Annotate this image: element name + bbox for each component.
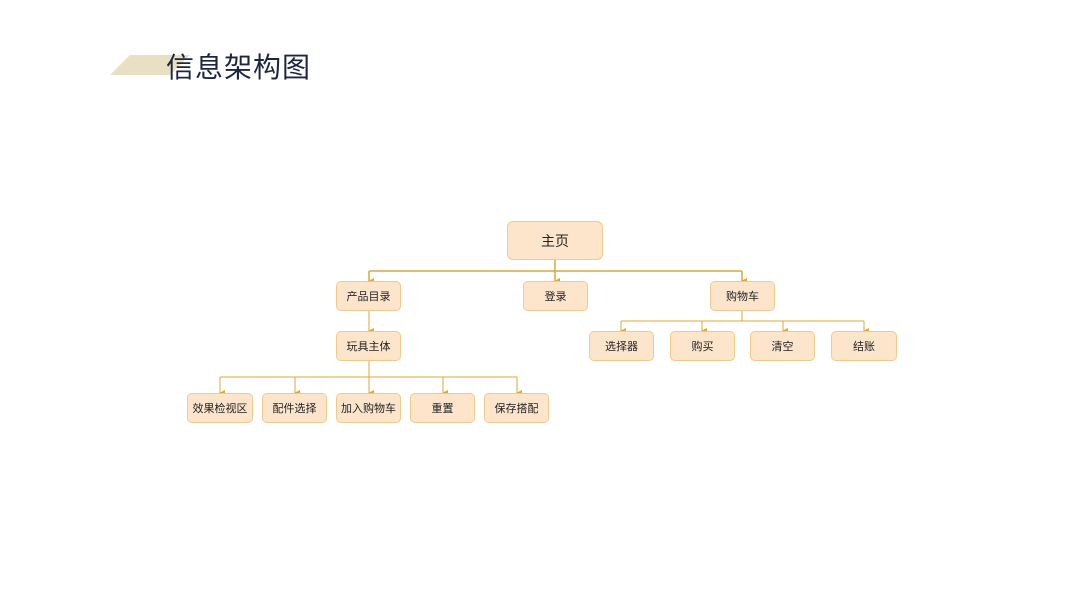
node-checkout: 结账 <box>831 331 897 361</box>
node-save-combo: 保存搭配 <box>484 393 549 423</box>
node-toy-body: 玩具主体 <box>336 331 401 361</box>
node-reset: 重置 <box>410 393 475 423</box>
node-cart: 购物车 <box>710 281 775 311</box>
node-preview-area: 效果检视区 <box>187 393 253 423</box>
node-selector: 选择器 <box>589 331 654 361</box>
node-product-catalog: 产品目录 <box>336 281 401 311</box>
node-home: 主页 <box>507 221 603 260</box>
node-add-to-cart: 加入购物车 <box>336 393 401 423</box>
node-buy: 购买 <box>670 331 735 361</box>
node-clear: 清空 <box>750 331 815 361</box>
node-login: 登录 <box>523 281 588 311</box>
node-accessory-select: 配件选择 <box>262 393 327 423</box>
page-title: 信息架构图 <box>166 51 312 84</box>
